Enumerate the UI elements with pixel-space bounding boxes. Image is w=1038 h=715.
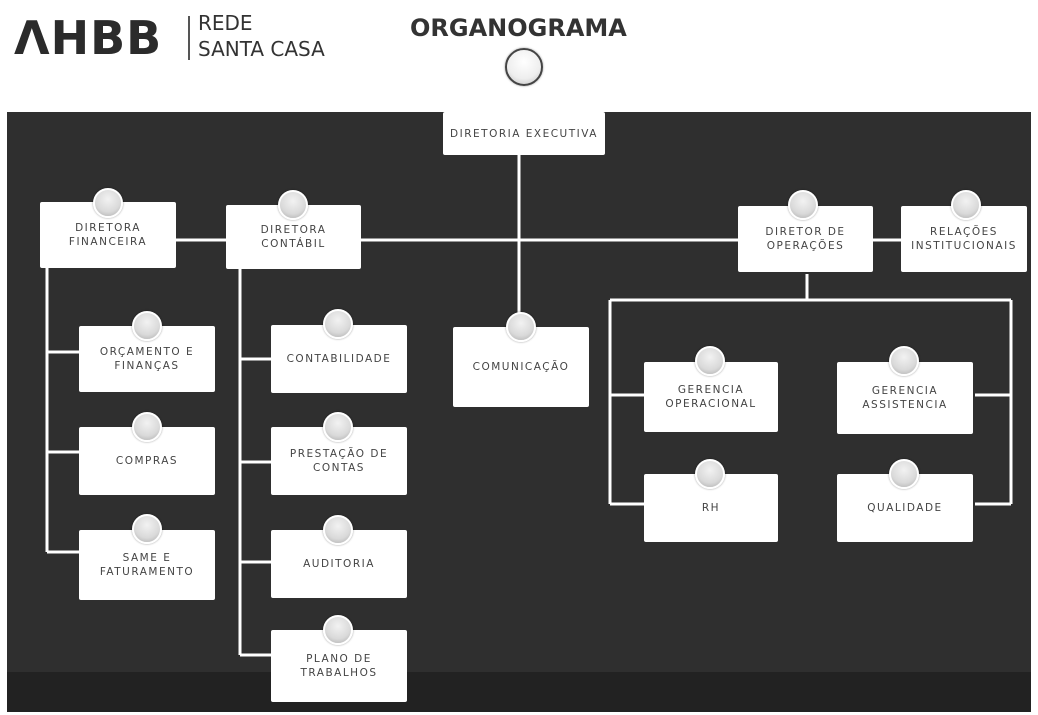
gerencia-operacional-avatar-icon <box>695 346 725 376</box>
connector-lines <box>45 152 1013 657</box>
prestacao-avatar-icon <box>323 412 353 442</box>
orcamento-avatar-icon <box>132 311 162 341</box>
canvas-shade <box>7 672 1031 712</box>
executive-avatar-icon <box>505 48 543 86</box>
node-qualidade: QUALIDADE <box>837 474 973 542</box>
plano-avatar-icon <box>323 615 353 645</box>
same-avatar-icon <box>132 514 162 544</box>
comunicacao-avatar-icon <box>506 312 536 342</box>
page-title: ORGANOGRAMA <box>410 14 627 42</box>
diretor-operacoes-avatar-icon <box>788 190 818 220</box>
contabilidade-avatar-icon <box>323 309 353 339</box>
relacoes-institucionais-avatar-icon <box>951 190 981 220</box>
logo-subtitle-line2: SANTA CASA <box>198 37 325 61</box>
node-compras: COMPRAS <box>79 427 215 495</box>
gerencia-assistencia-avatar-icon <box>889 346 919 376</box>
logo-wordmark: ΛHBB <box>14 11 163 65</box>
rh-avatar-icon <box>695 459 725 489</box>
auditoria-avatar-icon <box>323 515 353 545</box>
node-gerencia-assistencia: GERENCIA ASSISTENCIA <box>837 362 973 434</box>
org-chart-canvas: DIRETORIA EXECUTIVA DIRETORA FINANCEIRA … <box>7 112 1031 712</box>
qualidade-avatar-icon <box>889 459 919 489</box>
logo-divider <box>188 16 190 60</box>
node-diretoria-executiva: DIRETORIA EXECUTIVA <box>443 112 605 155</box>
diretora-financeira-avatar-icon <box>93 188 123 218</box>
logo-subtitle-line1: REDE <box>198 11 253 35</box>
header: ΛHBB REDE SANTA CASA ORGANOGRAMA <box>0 0 1038 112</box>
compras-avatar-icon <box>132 412 162 442</box>
diretora-contabil-avatar-icon <box>278 190 308 220</box>
